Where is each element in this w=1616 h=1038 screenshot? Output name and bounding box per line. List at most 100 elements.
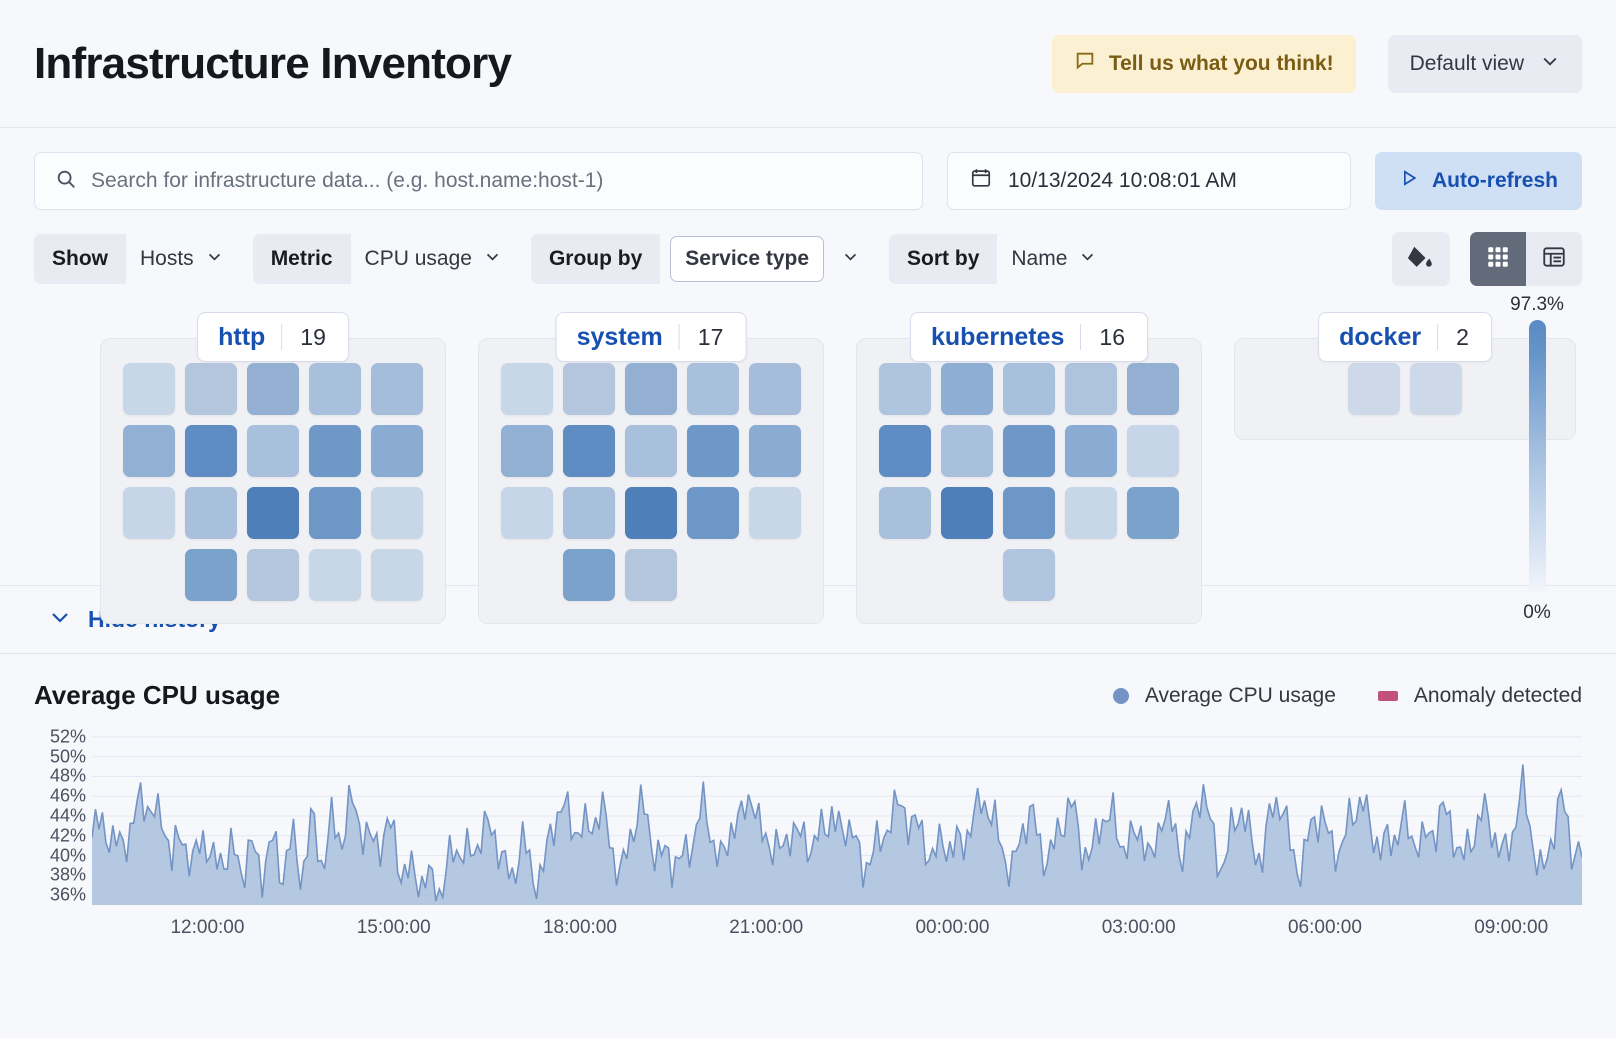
view-selector-button[interactable]: Default view (1387, 34, 1582, 93)
host-tile[interactable] (687, 487, 739, 539)
table-view-button[interactable] (1526, 232, 1582, 286)
host-tile[interactable] (749, 425, 801, 477)
host-tile[interactable] (1348, 363, 1400, 415)
host-tile[interactable] (185, 425, 237, 477)
group-badge[interactable]: docker 2 (1318, 312, 1492, 362)
host-tile[interactable] (1065, 363, 1117, 415)
date-picker[interactable]: 10/13/2024 10:08:01 AM (946, 152, 1351, 210)
host-tile[interactable] (941, 363, 993, 415)
host-tile[interactable] (625, 363, 677, 415)
x-tick-label: 18:00:00 (542, 917, 617, 938)
host-tile[interactable] (1127, 363, 1179, 415)
chart-header: Average CPU usage Average CPU usage Anom… (34, 680, 1582, 711)
host-tile[interactable] (501, 363, 553, 415)
host-tile[interactable] (185, 549, 237, 601)
group-body (478, 338, 824, 624)
chevron-down-icon (48, 605, 72, 634)
host-tile[interactable] (123, 363, 175, 415)
host-tile[interactable] (563, 363, 615, 415)
host-tile[interactable] (1003, 549, 1055, 601)
chart-y-axis: 52%50%48%46%44%42%40%38%36% (34, 726, 92, 905)
paint-fill-icon-button[interactable] (1392, 232, 1450, 286)
group-badge[interactable]: http 19 (197, 312, 349, 362)
host-tile[interactable] (185, 363, 237, 415)
view-selector-label: Default view (1409, 51, 1524, 75)
x-tick-label: 21:00:00 (729, 917, 804, 938)
filter-show-value[interactable]: Hosts (126, 234, 237, 284)
filter-show-value-text: Hosts (140, 247, 194, 270)
host-tile[interactable] (1410, 363, 1462, 415)
host-tile[interactable] (123, 425, 175, 477)
group-http[interactable]: http 19 (100, 312, 446, 624)
calendar-icon (970, 167, 992, 195)
search-input[interactable]: Search for infrastructure data... (e.g. … (34, 152, 923, 210)
chart-plot-area[interactable] (92, 727, 1582, 905)
host-tile[interactable] (1127, 487, 1179, 539)
filter-metric-value[interactable]: CPU usage (351, 234, 515, 284)
divider (1437, 324, 1439, 350)
host-tile[interactable] (563, 425, 615, 477)
group-badge[interactable]: system 17 (555, 312, 747, 362)
host-tile[interactable] (879, 487, 931, 539)
host-tile[interactable] (749, 363, 801, 415)
host-tile[interactable] (1065, 425, 1117, 477)
host-tile[interactable] (247, 425, 299, 477)
host-tile[interactable] (247, 487, 299, 539)
auto-refresh-button[interactable]: Auto-refresh (1374, 152, 1582, 210)
controls-bar: Search for infrastructure data... (e.g. … (0, 128, 1616, 286)
y-tick-label: 42% (49, 825, 86, 846)
host-tile[interactable] (941, 425, 993, 477)
host-tile[interactable] (371, 487, 423, 539)
host-tile[interactable] (247, 363, 299, 415)
legend-item-anomaly-detected[interactable]: Anomaly detected (1377, 684, 1582, 708)
host-tile[interactable] (879, 363, 931, 415)
feedback-button[interactable]: Tell us what you think! (1051, 34, 1356, 93)
host-tile[interactable] (1003, 363, 1055, 415)
group-system[interactable]: system 17 (478, 312, 824, 624)
host-tile[interactable] (563, 549, 615, 601)
host-tile[interactable] (1127, 425, 1179, 477)
host-tile[interactable] (563, 487, 615, 539)
host-tile[interactable] (1003, 425, 1055, 477)
host-tile[interactable] (309, 425, 361, 477)
grid-view-button[interactable] (1470, 232, 1526, 286)
group-kubernetes[interactable]: kubernetes 16 (856, 312, 1202, 624)
filter-group-by-caret[interactable] (828, 234, 873, 284)
x-tick-label: 12:00:00 (170, 917, 245, 938)
host-tile[interactable] (309, 487, 361, 539)
host-tile[interactable] (309, 549, 361, 601)
filter-group-by-value[interactable]: Service type (670, 236, 825, 282)
host-tile[interactable] (879, 425, 931, 477)
host-tile[interactable] (625, 425, 677, 477)
host-tile[interactable] (371, 549, 423, 601)
group-badge[interactable]: kubernetes 16 (910, 312, 1148, 362)
host-tile[interactable] (309, 363, 361, 415)
view-mode-segmented (1470, 232, 1582, 286)
host-tile[interactable] (625, 487, 677, 539)
host-tile[interactable] (371, 363, 423, 415)
host-tile[interactable] (185, 487, 237, 539)
host-tile[interactable] (1065, 487, 1117, 539)
host-tile[interactable] (501, 425, 553, 477)
host-tile[interactable] (941, 487, 993, 539)
host-tile[interactable] (1003, 487, 1055, 539)
host-tile[interactable] (687, 425, 739, 477)
host-tile[interactable] (371, 425, 423, 477)
host-tile[interactable] (247, 549, 299, 601)
waffle-grid (123, 363, 423, 601)
comment-icon (1074, 50, 1096, 78)
host-tile[interactable] (749, 487, 801, 539)
legend-item-average-cpu-usage[interactable]: Average CPU usage (1112, 684, 1336, 708)
host-tile[interactable] (625, 549, 677, 601)
group-name: http (218, 322, 266, 351)
filter-sort-by-value[interactable]: Name (997, 234, 1110, 284)
group-docker[interactable]: docker 2 (1234, 312, 1576, 440)
legend-marker-square (1377, 690, 1398, 701)
feedback-label: Tell us what you think! (1108, 51, 1334, 75)
chart-body: 52%50%48%46%44%42%40%38%36% (34, 726, 1582, 905)
page-title: Infrastructure Inventory (34, 38, 512, 88)
host-tile[interactable] (123, 487, 175, 539)
host-tile[interactable] (687, 363, 739, 415)
host-tile[interactable] (501, 487, 553, 539)
page-header: Infrastructure Inventory Tell us what yo… (0, 0, 1616, 128)
